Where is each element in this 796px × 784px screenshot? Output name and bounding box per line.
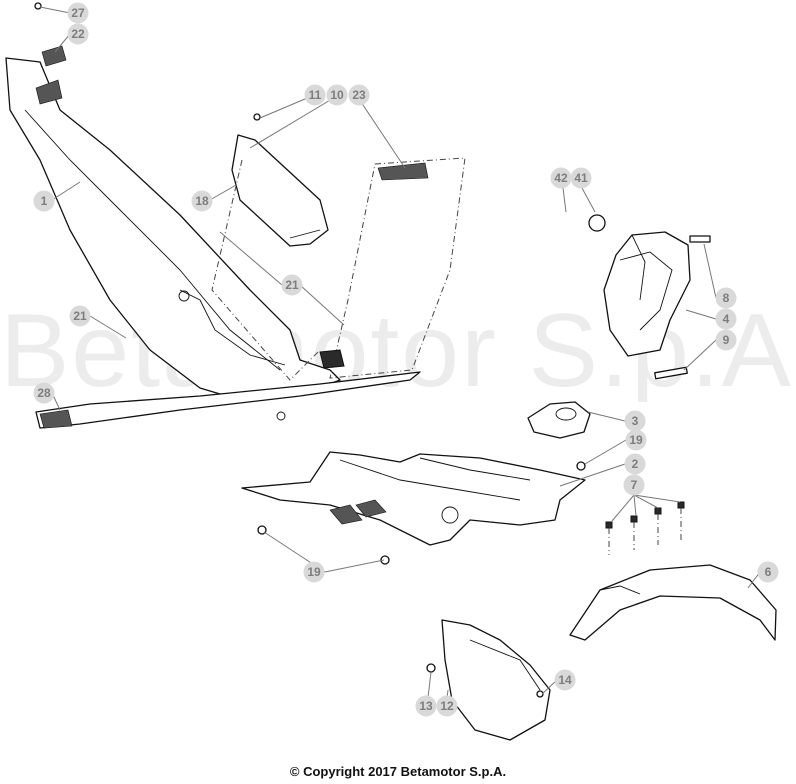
svg-text:1: 1	[41, 194, 48, 208]
svg-text:28: 28	[37, 386, 51, 400]
svg-text:12: 12	[440, 699, 454, 713]
svg-text:7: 7	[631, 478, 638, 492]
callout-11: 11	[304, 84, 326, 106]
grommet-part	[527, 401, 591, 439]
callout-22: 22	[67, 23, 89, 45]
svg-text:3: 3	[632, 414, 639, 428]
disc-guard-part	[426, 619, 551, 741]
callout-14: 14	[554, 669, 576, 691]
number-plate-part	[211, 113, 329, 381]
front-fender-part	[569, 564, 777, 641]
svg-text:42: 42	[554, 171, 568, 185]
svg-text:13: 13	[419, 699, 433, 713]
callout-12: 12	[436, 695, 458, 717]
svg-text:41: 41	[574, 171, 588, 185]
callout-19a: 19	[625, 429, 647, 451]
lower-strip-part	[35, 371, 421, 429]
svg-text:19: 19	[629, 433, 643, 447]
callout-42: 42	[550, 167, 572, 189]
tall-shield-part	[319, 157, 466, 379]
svg-text:21: 21	[285, 278, 299, 292]
callout-13: 13	[415, 695, 437, 717]
callout-21b: 21	[69, 305, 91, 327]
callout-41: 41	[570, 167, 592, 189]
svg-text:14: 14	[558, 673, 572, 687]
callouts: 27 22 11 10 23 1 18 21 21 28 42 41 8 4 9…	[33, 2, 779, 717]
decal-part	[34, 2, 67, 105]
svg-text:10: 10	[330, 88, 344, 102]
callout-10: 10	[326, 84, 348, 106]
callout-28: 28	[33, 382, 55, 404]
callout-27: 27	[67, 2, 89, 24]
svg-text:27: 27	[71, 6, 85, 20]
callout-1: 1	[33, 190, 55, 212]
bracket-part	[588, 214, 711, 380]
svg-text:18: 18	[195, 194, 209, 208]
svg-text:22: 22	[71, 27, 85, 41]
callout-8: 8	[715, 287, 737, 309]
leader-lines	[39, 6, 761, 707]
svg-text:21: 21	[73, 309, 87, 323]
svg-text:23: 23	[352, 88, 366, 102]
svg-text:19: 19	[307, 565, 321, 579]
callout-19b: 19	[303, 561, 325, 583]
callout-23: 23	[348, 84, 370, 106]
copyright-text: © Copyright 2017 Betamotor S.p.A.	[289, 764, 507, 779]
fender-screws	[605, 501, 685, 555]
callout-9: 9	[715, 329, 737, 351]
callout-6: 6	[757, 561, 779, 583]
callout-18: 18	[191, 190, 213, 212]
svg-text:6: 6	[765, 565, 772, 579]
rear-tail-part	[241, 451, 586, 565]
svg-text:8: 8	[723, 291, 730, 305]
callout-3: 3	[624, 410, 646, 432]
svg-text:11: 11	[309, 88, 322, 102]
callout-21a: 21	[281, 274, 303, 296]
svg-text:4: 4	[723, 312, 730, 326]
svg-text:9: 9	[723, 333, 730, 347]
side-panel-part	[5, 57, 341, 421]
callout-4: 4	[715, 308, 737, 330]
callout-2: 2	[624, 453, 646, 475]
callout-7: 7	[623, 474, 645, 496]
svg-text:2: 2	[632, 457, 639, 471]
